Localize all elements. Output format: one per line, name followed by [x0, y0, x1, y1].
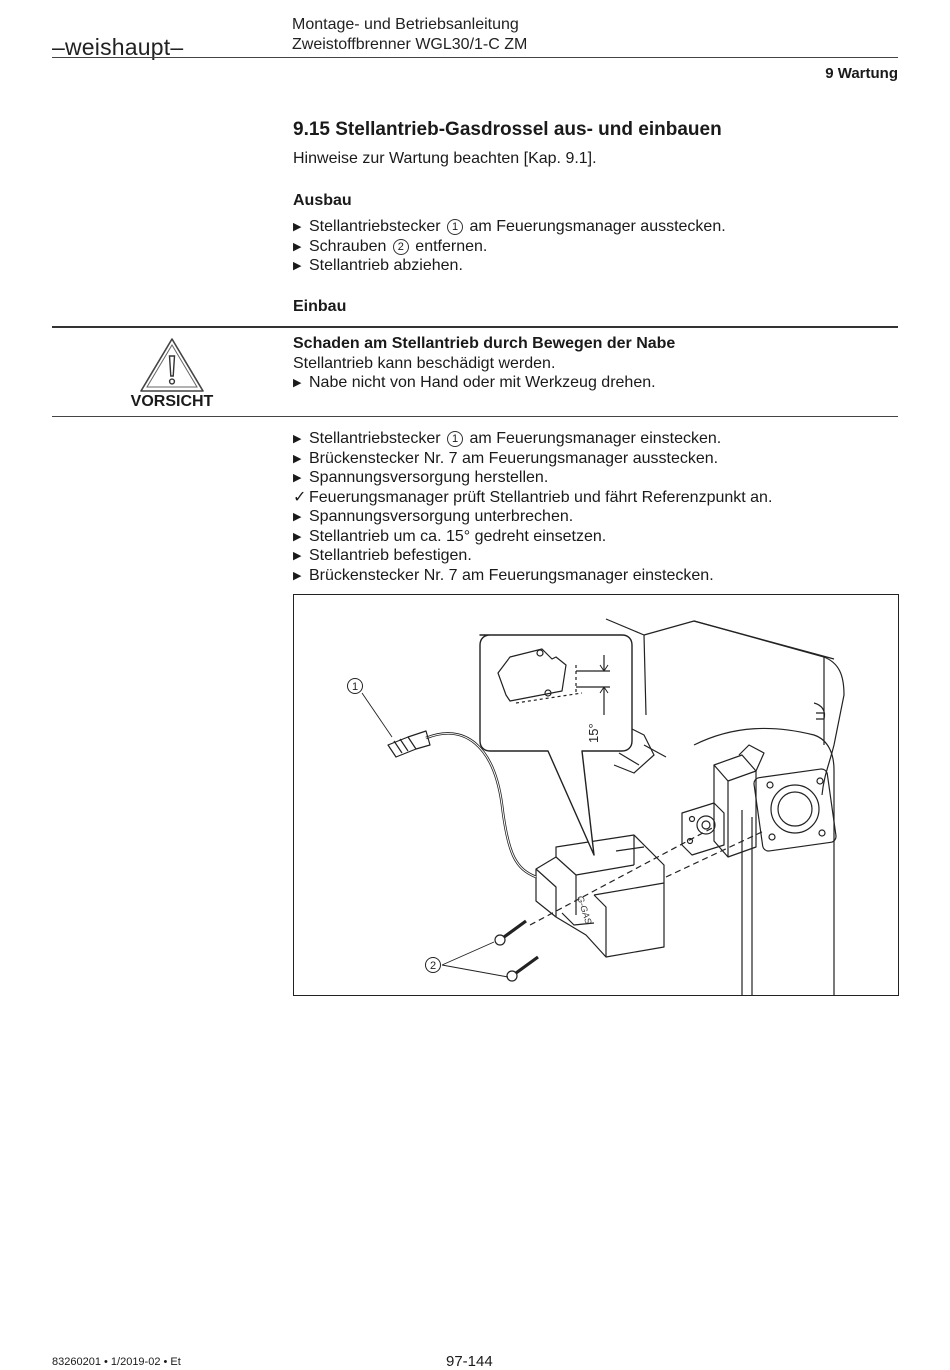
section-title: 9.15 Stellantrieb-Gasdrossel aus- und ei…	[293, 119, 722, 140]
section-intro: Hinweise zur Wartung beachten [Kap. 9.1]…	[293, 150, 597, 167]
einbau_steps-step-text: Spannungsversorgung herstellen.	[309, 469, 549, 486]
callout-number: 1	[447, 431, 464, 447]
einbau_steps-step-text-after: am Feuerungsmanager einstecken.	[469, 430, 722, 447]
einbau_steps-step-text: Stellantriebstecker	[309, 430, 441, 447]
checkmark-icon: ✓	[293, 488, 307, 506]
actuator-marking: G-GAS	[575, 895, 593, 926]
bullet-triangle-icon: ▶	[293, 511, 302, 523]
assembly-figure: 1 2 15° G-GAS	[293, 594, 899, 996]
bullet-triangle-icon: ▶	[293, 221, 302, 233]
warning-action: ▶ Nabe nicht von Hand oder mit Werkzeug d…	[293, 373, 656, 394]
bullet-triangle-icon: ▶	[293, 452, 302, 465]
doc-title-line2: Zweistoffbrenner WGL30/1-C ZM	[292, 36, 528, 53]
einbau_steps-step: ✓Feuerungsmanager prüft Stellantrieb und…	[293, 488, 772, 508]
ausbau.steps-step: ▶ Stellantrieb abziehen.	[293, 256, 463, 277]
bullet-triangle-icon: ▶	[293, 530, 302, 543]
warning-action-text: Nabe nicht von Hand oder mit Werkzeug dr…	[309, 374, 656, 391]
ausbau-heading: Ausbau	[293, 192, 352, 209]
bullet-triangle-icon: ▶	[293, 377, 302, 389]
warning-label: VORSICHT	[130, 393, 214, 410]
ausbau.steps-step: ▶ Stellantriebstecker 1 am Feuerungsmanag…	[293, 217, 726, 238]
warning-bottom-rule	[52, 416, 898, 417]
callout-2-label: 2	[430, 960, 436, 972]
einbau_steps-step: ▶ Stellantrieb um ca. 15° gedreht einsetz…	[293, 527, 606, 548]
header-rule	[52, 57, 898, 58]
warning-triangle-icon	[140, 338, 204, 392]
einbau_steps-step-text: Brückenstecker Nr. 7 am Feuerungsmanager…	[309, 449, 719, 467]
einbau_steps-step-text: Spannungsversorgung unterbrechen.	[309, 508, 574, 525]
ausbau.steps-step-text-after: entfernen.	[415, 237, 488, 255]
bullet-triangle-icon: ▶	[293, 472, 302, 484]
einbau_steps-step-text: Feuerungsmanager prüft Stellantrieb und …	[309, 488, 773, 506]
ausbau.steps-step-text: Stellantrieb abziehen.	[309, 257, 463, 274]
chapter-label: 9 Wartung	[825, 65, 898, 82]
einbau-heading: Einbau	[293, 298, 347, 315]
callout-2-circle	[425, 957, 441, 973]
page-number: 97-144	[446, 1353, 493, 1370]
bullet-triangle-icon: ▶	[293, 433, 302, 445]
warning-title: Schaden am Stellantrieb durch Bewegen de…	[293, 335, 676, 352]
einbau_steps-step: ▶ Stellantriebstecker 1 am Feuerungsmanag…	[293, 429, 721, 450]
warning-top-rule	[52, 326, 898, 328]
callout-1-label: 1	[352, 681, 358, 693]
weishaupt-logo: –weishaupt–	[52, 34, 184, 60]
ausbau.steps-step-text: Schrauben	[309, 237, 387, 255]
einbau_steps-step-text: Stellantrieb befestigen.	[309, 547, 472, 564]
doc-number: 83260201 • 1/2019-02 • Et	[52, 1356, 181, 1368]
einbau_steps-step: ▶ Brückenstecker Nr. 7 am Feuerungsmanage…	[293, 449, 718, 470]
bullet-triangle-icon: ▶	[293, 569, 302, 582]
actuator-illustration: 1 2 15° G-GAS	[347, 618, 845, 995]
einbau_steps-step-text: Stellantrieb um ca. 15° gedreht einsetze…	[309, 527, 607, 545]
callout-number: 1	[447, 219, 464, 235]
bullet-triangle-icon: ▶	[293, 260, 302, 272]
ausbau.steps-step-text: Stellantriebstecker	[309, 218, 441, 235]
bullet-triangle-icon: ▶	[293, 240, 302, 253]
warning-text: Stellantrieb kann beschädigt werden.	[293, 355, 556, 372]
callout-number: 2	[392, 238, 409, 255]
doc-title-line1: Montage- und Betriebsanleitung	[292, 16, 519, 33]
housing-top-edge	[605, 618, 845, 796]
angle-label: 15°	[586, 723, 601, 743]
einbau_steps-step: ▶ Stellantrieb befestigen.	[293, 546, 472, 567]
einbau_steps-step: ▶ Spannungsversorgung herstellen.	[293, 468, 548, 489]
ausbau.steps-step-text-after: am Feuerungsmanager ausstecken.	[469, 218, 726, 235]
callout-1-circle	[347, 678, 363, 694]
einbau_steps-step-text: Brückenstecker Nr. 7 am Feuerungsmanager…	[309, 566, 714, 584]
einbau_steps-step: ▶ Brückenstecker Nr. 7 am Feuerungsmanage…	[293, 566, 714, 587]
ausbau.steps-step: ▶ Schrauben 2 entfernen.	[293, 237, 487, 258]
einbau_steps-step: ▶ Spannungsversorgung unterbrechen.	[293, 507, 573, 528]
bullet-triangle-icon: ▶	[293, 550, 302, 562]
